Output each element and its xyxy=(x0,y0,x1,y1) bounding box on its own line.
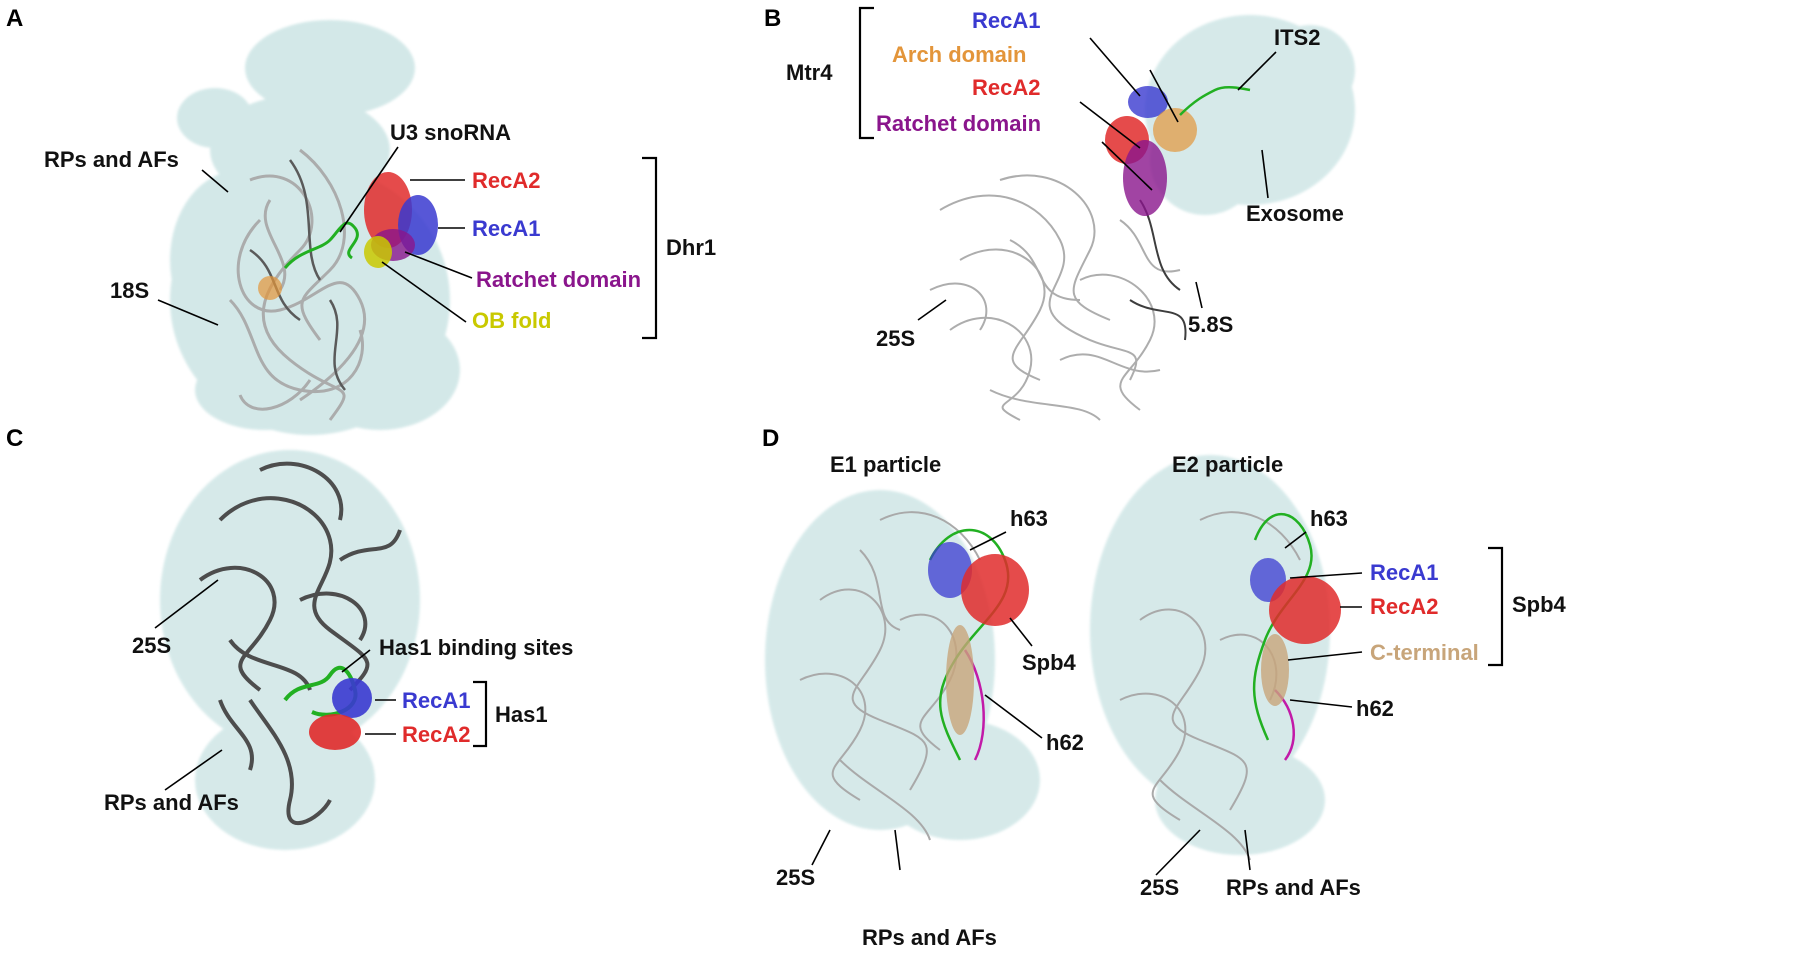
label-b-25s: 25S xyxy=(876,326,915,351)
label-e2-reca2: RecA2 xyxy=(1370,594,1438,619)
panel-d-e2-surface xyxy=(1090,455,1330,855)
label-its2: ITS2 xyxy=(1274,25,1320,50)
label-c-reca2: RecA2 xyxy=(402,722,470,747)
label-5-8s: 5.8S xyxy=(1188,312,1233,337)
label-reca1: RecA1 xyxy=(472,216,540,241)
label-rps-and-afs: RPs and AFs xyxy=(44,147,179,172)
panel-d-e1-surface xyxy=(765,490,1040,840)
label-c-rps-and-afs: RPs and AFs xyxy=(104,790,239,815)
label-e1-particle: E1 particle xyxy=(830,452,941,477)
label-e2-particle: E2 particle xyxy=(1172,452,1283,477)
panel-a-rna xyxy=(228,148,367,421)
label-b-ratchet-domain: Ratchet domain xyxy=(876,111,1041,136)
panel-d-e1-leaders xyxy=(811,531,1043,871)
label-b-reca2: RecA2 xyxy=(972,75,1040,100)
panel-b-mtr4-protein xyxy=(1105,86,1197,216)
panel-b-rna xyxy=(929,174,1181,421)
panel-d: D E1 particle E2 particle h63 Spb4 h62 2… xyxy=(762,425,1567,950)
label-e1-h62: h62 xyxy=(1046,730,1084,755)
panel-b-bracket xyxy=(858,6,874,140)
label-dhr1: Dhr1 xyxy=(666,235,716,260)
label-reca2: RecA2 xyxy=(472,168,540,193)
panel-b-exosome-surface xyxy=(1145,15,1355,215)
label-e2-h63: h63 xyxy=(1310,506,1348,531)
label-has1-binding-sites: Has1 binding sites xyxy=(379,635,573,660)
label-e2-25s: 25S xyxy=(1140,875,1179,900)
panel-a: A RPs and AFs 18S U3 snoRNA RecA2 RecA1 … xyxy=(6,5,716,435)
label-arch-domain: Arch domain xyxy=(892,42,1026,67)
panel-c-has1-protein xyxy=(309,678,372,750)
panel-a-leaders xyxy=(157,146,473,326)
panel-d-e1-rna xyxy=(799,511,981,841)
panel-a-u3-rna xyxy=(283,221,359,269)
label-exosome: Exosome xyxy=(1246,201,1344,226)
panel-c-bracket xyxy=(473,680,488,748)
panel-d-bracket xyxy=(1488,546,1504,667)
panel-d-e2-leaders xyxy=(1155,531,1363,876)
panel-a-dhr1-protein xyxy=(364,172,438,268)
label-ratchet-domain: Ratchet domain xyxy=(476,267,641,292)
panel-d-e2-spb4 xyxy=(1250,558,1341,706)
label-e2-c-terminal: C-terminal xyxy=(1370,640,1479,665)
label-c-25s: 25S xyxy=(132,633,171,658)
panel-b-letter: B xyxy=(764,5,781,32)
panel-b-leaders xyxy=(917,37,1277,321)
label-18s: 18S xyxy=(110,278,149,303)
panel-d-e1-spb4 xyxy=(928,542,1029,735)
label-e2-spb4: Spb4 xyxy=(1512,592,1567,617)
label-e1-rps-and-afs: RPs and AFs xyxy=(862,925,997,950)
label-b-reca1: RecA1 xyxy=(972,8,1040,33)
label-e1-25s: 25S xyxy=(776,865,815,890)
panel-a-letter: A xyxy=(6,5,23,32)
label-e2-h62: h62 xyxy=(1356,696,1394,721)
label-c-reca1: RecA1 xyxy=(402,688,470,713)
label-has1: Has1 xyxy=(495,702,548,727)
panel-c: C 25S Has1 binding sites RecA1 RecA2 Has… xyxy=(6,425,573,850)
label-mtr4: Mtr4 xyxy=(786,60,833,85)
label-e1-h63: h63 xyxy=(1010,506,1048,531)
panel-c-letter: C xyxy=(6,425,23,452)
panel-d-letter: D xyxy=(762,425,779,452)
label-e1-spb4: Spb4 xyxy=(1022,650,1077,675)
label-ob-fold: OB fold xyxy=(472,308,551,333)
label-u3-snorna: U3 snoRNA xyxy=(390,120,511,145)
label-e2-rps-and-afs: RPs and AFs xyxy=(1226,875,1361,900)
panel-a-bracket xyxy=(642,156,658,340)
panel-c-surface xyxy=(160,450,420,850)
panel-b: B Mtr4 RecA1 Arch domain RecA2 Ratchet d… xyxy=(764,5,1355,421)
label-e2-reca1: RecA1 xyxy=(1370,560,1438,585)
panel-a-orange-blob xyxy=(258,276,282,300)
panel-c-leaders xyxy=(154,579,396,791)
panel-c-rna xyxy=(198,461,402,825)
